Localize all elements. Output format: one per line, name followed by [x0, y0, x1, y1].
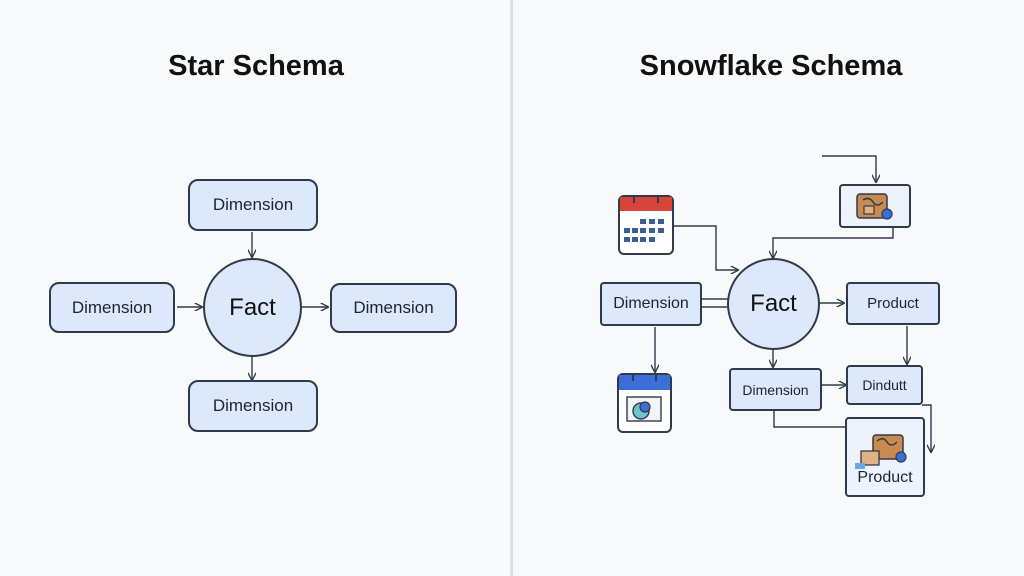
snowflake-schema-title: Snowflake Schema	[639, 50, 903, 82]
star-dimension-left: Dimension	[49, 282, 175, 333]
star-fact-node: Fact	[203, 258, 302, 357]
snow-dimension-bottom: Dimension	[729, 368, 822, 411]
snow-connector-dindutt-product	[922, 404, 931, 452]
snow-product-right: Product	[846, 282, 940, 325]
star-dimension-bottom: Dimension	[188, 380, 318, 432]
snow-product-bottom-label: Product	[857, 469, 913, 486]
snow-connector-calendar-to-fact	[674, 225, 738, 270]
product-box-icon	[855, 434, 907, 469]
snow-connector-box-to-fact	[773, 228, 894, 258]
snow-connector-top-feed	[822, 155, 876, 182]
product-box-icon	[839, 184, 911, 228]
snow-dindutt-node: Dindutt	[846, 365, 923, 405]
star-dimension-right: Dimension	[330, 283, 457, 333]
snow-fact-node: Fact	[727, 258, 820, 350]
snow-dimension-left: Dimension	[600, 282, 702, 326]
panel-divider	[510, 0, 513, 576]
calendar-clock-icon	[617, 372, 672, 433]
star-schema-title: Star Schema	[168, 50, 344, 82]
snow-product-bottom: Product	[845, 417, 925, 497]
star-dimension-top: Dimension	[188, 179, 318, 231]
calendar-icon	[618, 194, 674, 255]
